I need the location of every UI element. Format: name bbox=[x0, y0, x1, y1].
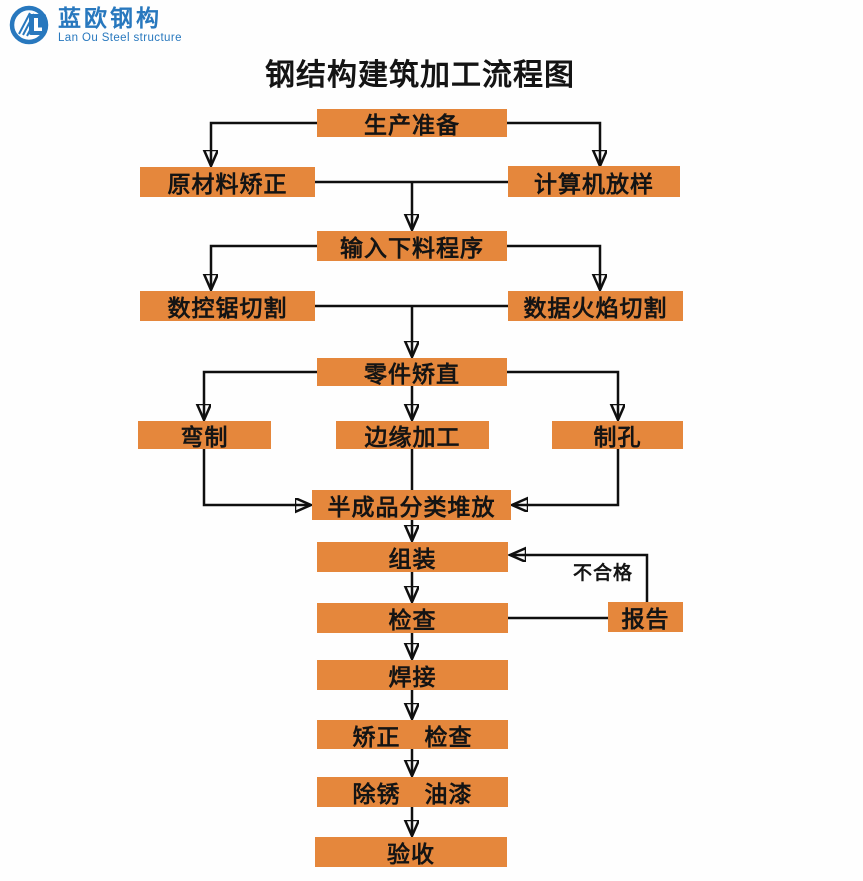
logo-subtitle: Lan Ou Steel structure bbox=[58, 32, 182, 45]
node-computer-lofting: 计算机放样 bbox=[508, 166, 680, 197]
edge-input-to-cnc bbox=[211, 244, 317, 289]
node-edge-processing: 边缘加工 bbox=[336, 421, 489, 450]
node-bending: 弯制 bbox=[138, 421, 271, 450]
node-assembly: 组装 bbox=[317, 542, 508, 572]
edge-parts-to-bending bbox=[204, 370, 317, 419]
node-hole-making: 制孔 bbox=[552, 421, 683, 450]
lanou-logo-icon bbox=[9, 5, 49, 45]
logo-title: 蓝欧钢构 bbox=[58, 5, 162, 31]
edge-prep-to-lofting bbox=[507, 121, 600, 165]
edge-bending-to-stacking bbox=[202, 449, 310, 505]
node-welding: 焊接 bbox=[317, 660, 508, 690]
node-report: 报告 bbox=[608, 602, 683, 632]
node-inspection: 检查 bbox=[317, 603, 508, 633]
node-parts-straightening: 零件矫直 bbox=[317, 358, 507, 387]
node-acceptance: 验收 bbox=[315, 837, 507, 867]
edge-hole-to-stacking bbox=[513, 449, 620, 505]
node-data-flame-cutting: 数据火焰切割 bbox=[508, 291, 683, 321]
edge-prep-to-raw bbox=[211, 121, 317, 165]
edge-parts-to-hole bbox=[507, 370, 618, 419]
edge-label-unqualified: 不合格 bbox=[573, 563, 634, 584]
page-title: 钢结构建筑加工流程图 bbox=[265, 59, 575, 92]
node-production-prep: 生产准备 bbox=[317, 109, 507, 138]
node-semi-finished-stacking: 半成品分类堆放 bbox=[312, 490, 511, 520]
node-raw-material-straightening: 原材料矫正 bbox=[140, 167, 315, 197]
node-rust-removal-painting: 除锈 油漆 bbox=[317, 777, 508, 807]
node-cnc-saw-cutting: 数控锯切割 bbox=[140, 291, 315, 321]
node-input-cutting-program: 输入下料程序 bbox=[317, 231, 507, 261]
logo: 蓝欧钢构 Lan Ou Steel structure bbox=[8, 3, 182, 47]
edge-report-to-assembly-feedback bbox=[511, 555, 649, 602]
edge-input-to-flame bbox=[507, 244, 600, 289]
node-straighten-inspect: 矫正 检查 bbox=[317, 720, 508, 750]
